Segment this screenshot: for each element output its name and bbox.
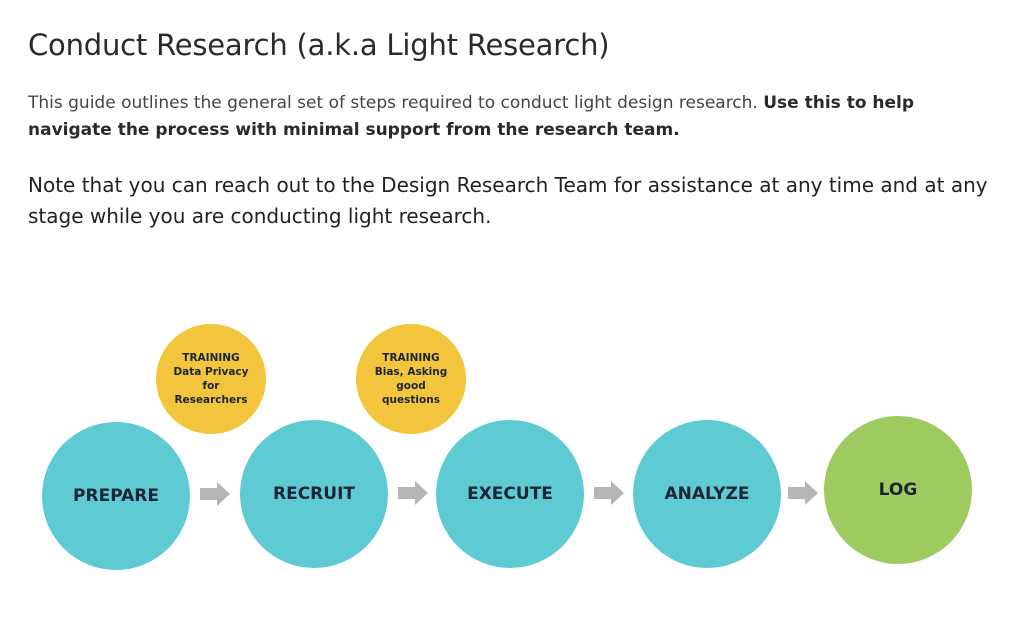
training-line: good bbox=[396, 380, 426, 392]
training-bubble-data-privacy: TRAINING Data Privacy for Researchers bbox=[156, 324, 266, 434]
step-execute: EXECUTE bbox=[436, 420, 584, 568]
training-line: Researchers bbox=[174, 394, 248, 406]
step-log: LOG bbox=[824, 416, 972, 564]
training-line: questions bbox=[382, 394, 440, 406]
training-bubble-bias: TRAINING Bias, Asking good questions bbox=[356, 324, 466, 434]
step-analyze: ANALYZE bbox=[633, 420, 781, 568]
training-line: Data Privacy bbox=[173, 366, 249, 378]
page-title: Conduct Research (a.k.a Light Research) bbox=[28, 28, 610, 62]
intro-paragraph: This guide outlines the general set of s… bbox=[28, 90, 988, 144]
right-arrow-icon bbox=[788, 481, 818, 505]
right-arrow-icon bbox=[200, 482, 230, 506]
training-line: Bias, Asking bbox=[374, 366, 448, 378]
intro-bold-text: Use this to help navigate the process wi… bbox=[28, 93, 915, 140]
note-paragraph: Note that you can reach out to the Desig… bbox=[28, 173, 988, 228]
right-arrow-icon bbox=[398, 481, 428, 505]
training-heading: TRAINING bbox=[382, 352, 440, 364]
right-arrow-icon bbox=[594, 481, 624, 505]
training-line: for bbox=[202, 380, 220, 392]
step-recruit: RECRUIT bbox=[240, 420, 388, 568]
intro-text: This guide outlines the general set of s… bbox=[28, 93, 764, 113]
step-prepare: PREPARE bbox=[42, 422, 190, 570]
training-heading: TRAINING bbox=[182, 352, 240, 364]
